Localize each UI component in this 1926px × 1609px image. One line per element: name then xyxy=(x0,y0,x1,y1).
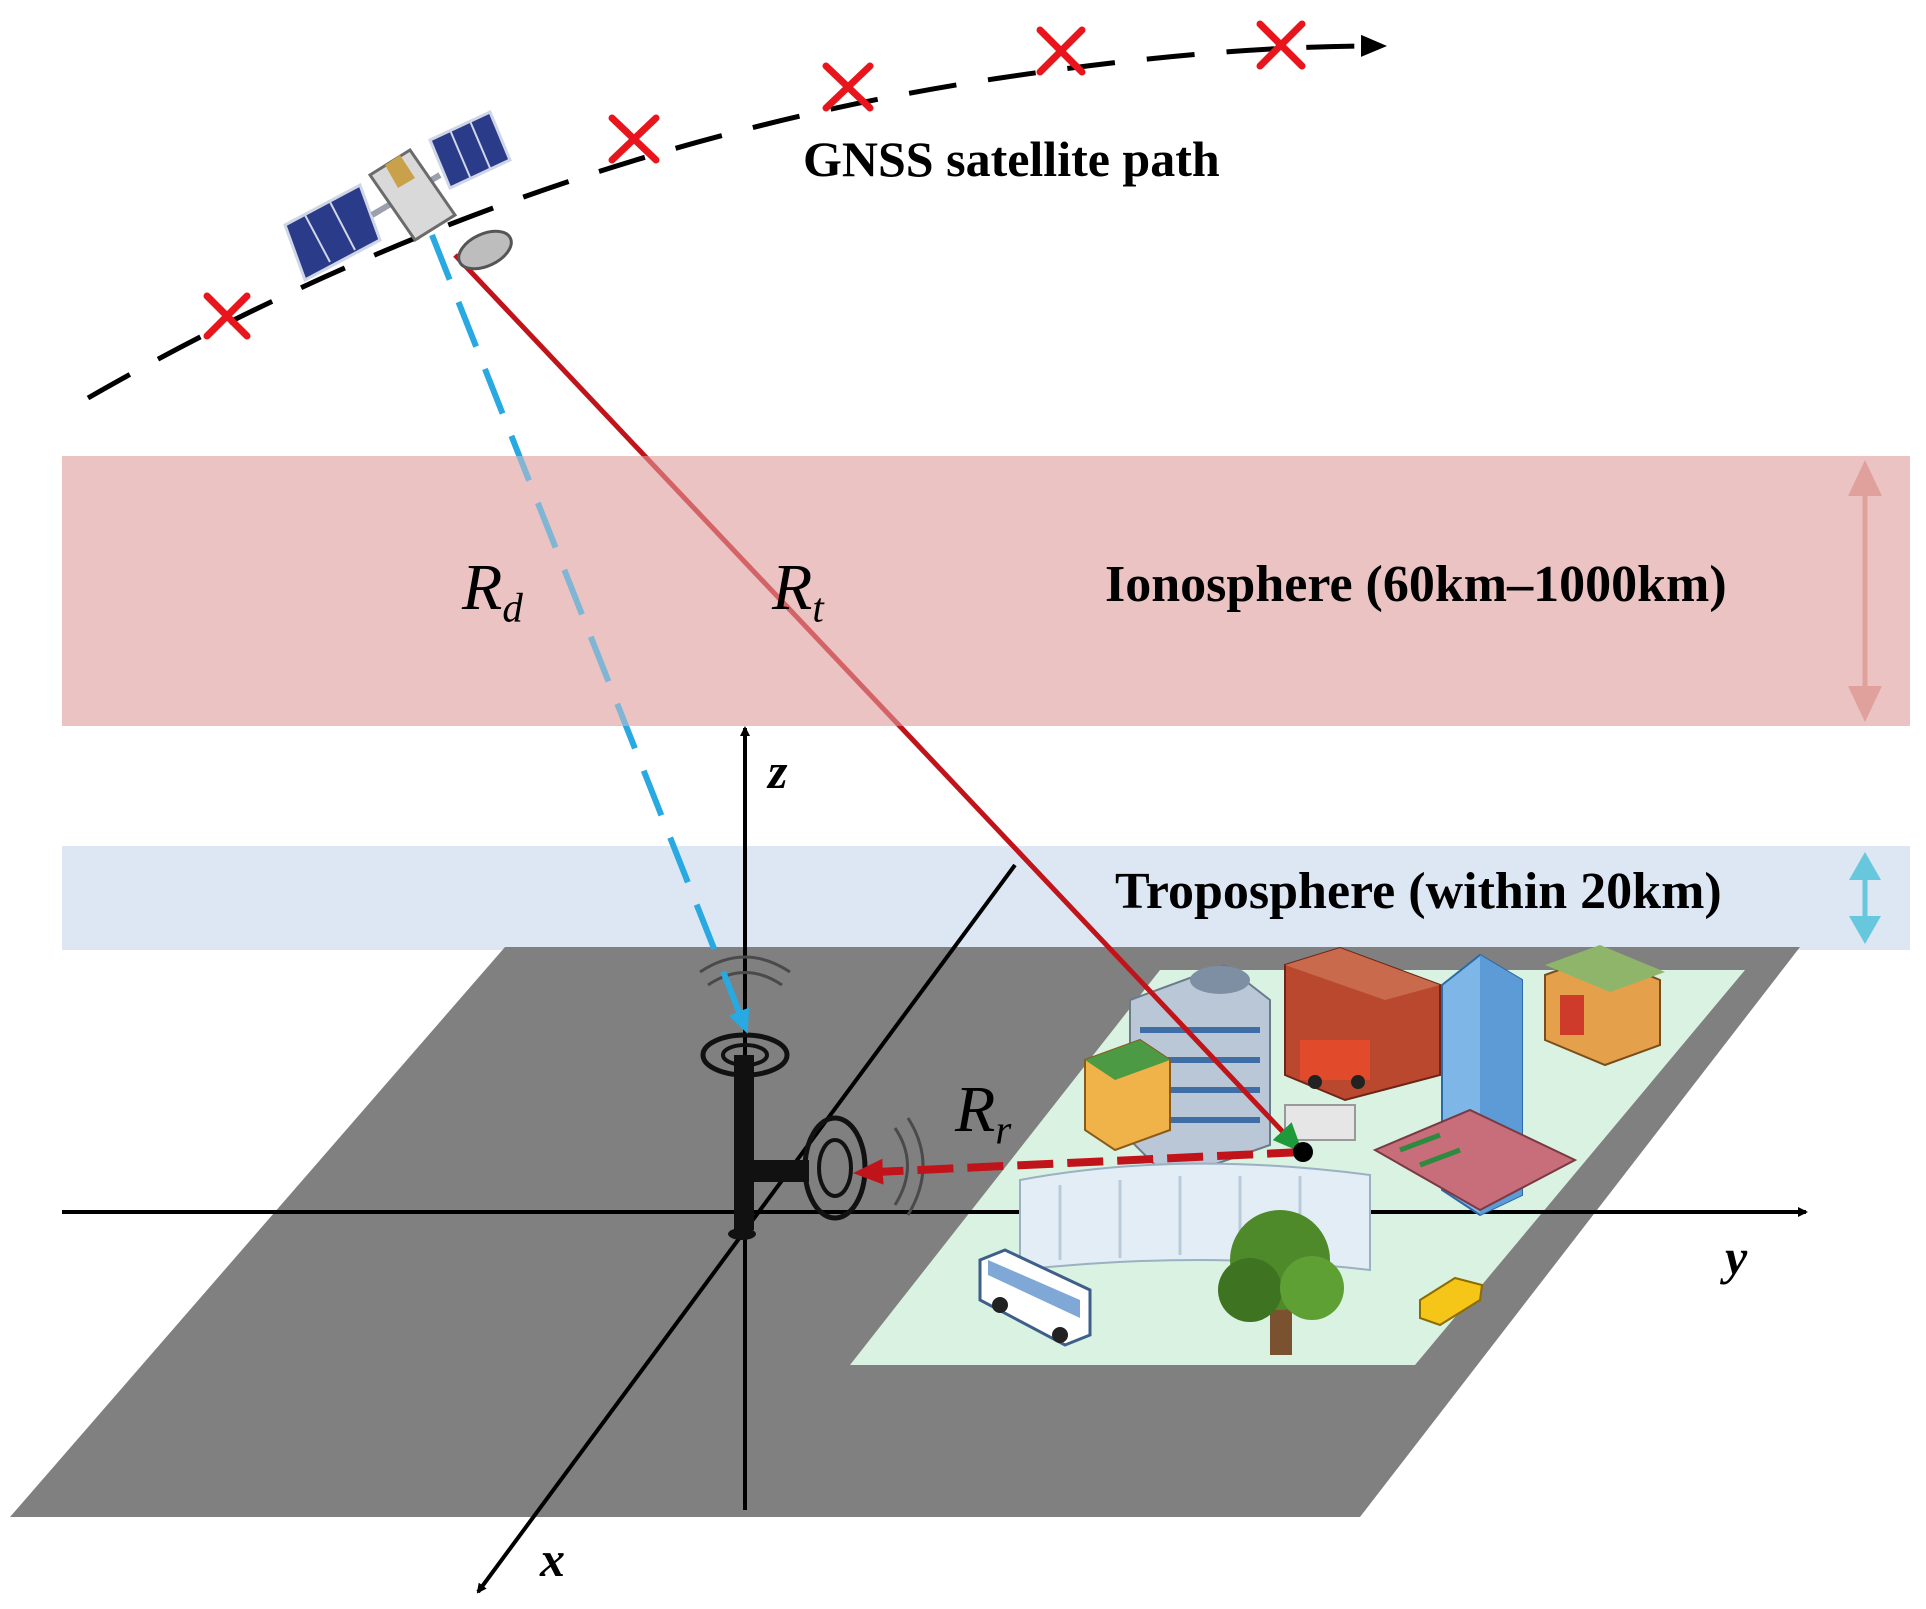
position-marker xyxy=(1036,26,1086,76)
satellite-path-line xyxy=(86,34,1387,401)
troposphere-label: Troposphere (within 20km) xyxy=(1115,863,1722,920)
direct-path-label: Rd xyxy=(462,551,523,631)
fire-station-icon xyxy=(1284,946,1441,1102)
z-axis-label: z xyxy=(768,743,788,799)
reflected-signal-path xyxy=(853,1148,1304,1185)
transmitted-path-label: Rt xyxy=(772,551,824,631)
position-marker xyxy=(203,292,251,340)
troposphere-height-arrow xyxy=(1849,852,1881,944)
ionosphere-label: Ionosphere (60km–1000km) xyxy=(1105,556,1727,613)
bus-icon xyxy=(978,1248,1092,1347)
ionosphere-layer xyxy=(62,456,1910,726)
taxi-icon xyxy=(1419,1276,1484,1327)
gnss-satellite-icon xyxy=(283,109,513,283)
office-building-icon xyxy=(1084,963,1271,1182)
position-marker xyxy=(608,114,660,164)
y-axis-label: y xyxy=(1725,1229,1748,1285)
skyscraper-icon xyxy=(1372,953,1578,1217)
x-axis-label: x xyxy=(540,1531,565,1587)
position-marker xyxy=(822,62,874,112)
specular-reflection-point xyxy=(1293,1142,1313,1162)
transmitted-signal-path xyxy=(453,253,1303,1153)
reflected-path-label: Rr xyxy=(955,1073,1012,1153)
tree-icon xyxy=(1218,1210,1344,1355)
satellite-path-label: GNSS satellite path xyxy=(803,131,1220,187)
troposphere-layer xyxy=(62,846,1910,950)
ionosphere-overlay xyxy=(62,456,1910,726)
gas-station-icon xyxy=(1544,945,1665,1067)
position-marker xyxy=(1256,20,1306,70)
ionosphere-height-arrow xyxy=(1848,460,1882,722)
satellite-position-markers xyxy=(203,20,1306,340)
